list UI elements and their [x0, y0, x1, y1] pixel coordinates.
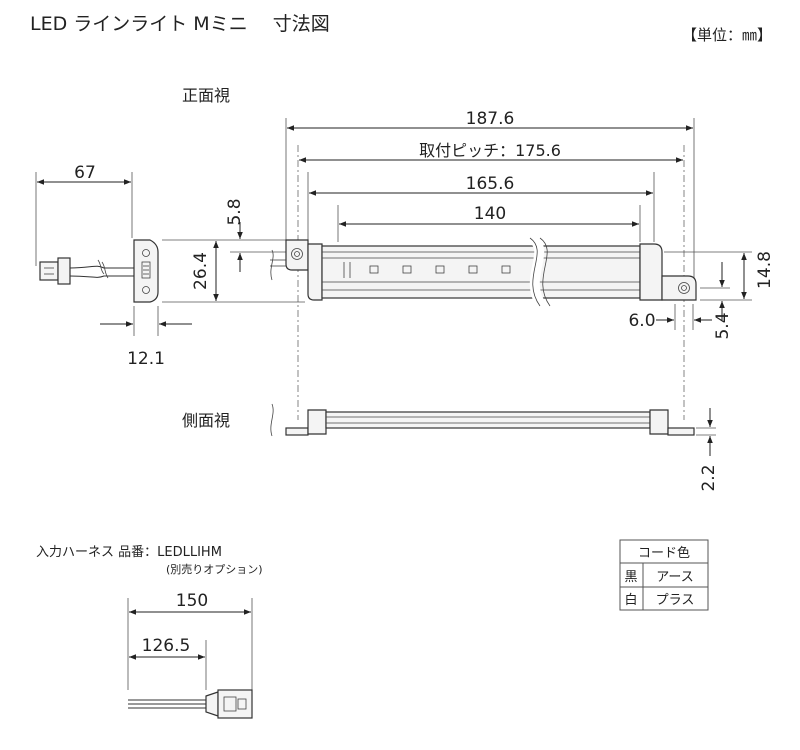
dim-side-tab-label: 2.2: [699, 464, 719, 491]
dim-height-right-label: 14.8: [755, 251, 775, 289]
page-title: LED ラインライト Mミニ 寸法図: [30, 13, 330, 35]
harness-option-note: (別売りオプション): [166, 563, 263, 576]
dim-end-thickness-label: 12.1: [127, 349, 165, 369]
cord-color-table: コード色 黒 アース 白 プラス: [619, 539, 709, 611]
dim-harness-total-label: 150: [176, 591, 208, 611]
dim-mount-pitch-label: 取付ピッチ：175.6: [419, 141, 561, 160]
cord-row-color: 白: [624, 592, 637, 608]
dim-height-left-label: 26.4: [191, 252, 211, 290]
cord-row-meaning: アース: [656, 570, 694, 585]
dim-led-span-label: 140: [474, 204, 506, 224]
dim-body-label: 165.6: [466, 174, 515, 194]
light-bar-front: [270, 233, 697, 309]
dim-tab-length-label: 6.0: [628, 311, 655, 331]
front-view-label: 正面視: [182, 86, 230, 105]
dim-tab-height-label: 5.4: [713, 312, 733, 339]
dim-overall-label: 187.6: [466, 109, 515, 129]
end-cap-view: 67 12.1 26.4 5.8: [35, 163, 305, 369]
unit-label: 【単位：㎜】: [682, 26, 772, 44]
cord-row-color: 黒: [624, 570, 637, 585]
side-view-label: 側面視: [182, 411, 230, 430]
cord-row-meaning: プラス: [656, 593, 695, 608]
harness-label: 入力ハーネス 品番：LEDLLIHM: [36, 545, 222, 560]
dim-hole-offset-label: 5.8: [225, 198, 245, 225]
cord-table-header: コード色: [638, 545, 690, 561]
dim-end-width-label: 67: [74, 163, 96, 183]
harness-drawing: [128, 689, 253, 719]
dim-harness-partial-label: 126.5: [142, 636, 191, 656]
light-bar-side: [270, 403, 695, 437]
